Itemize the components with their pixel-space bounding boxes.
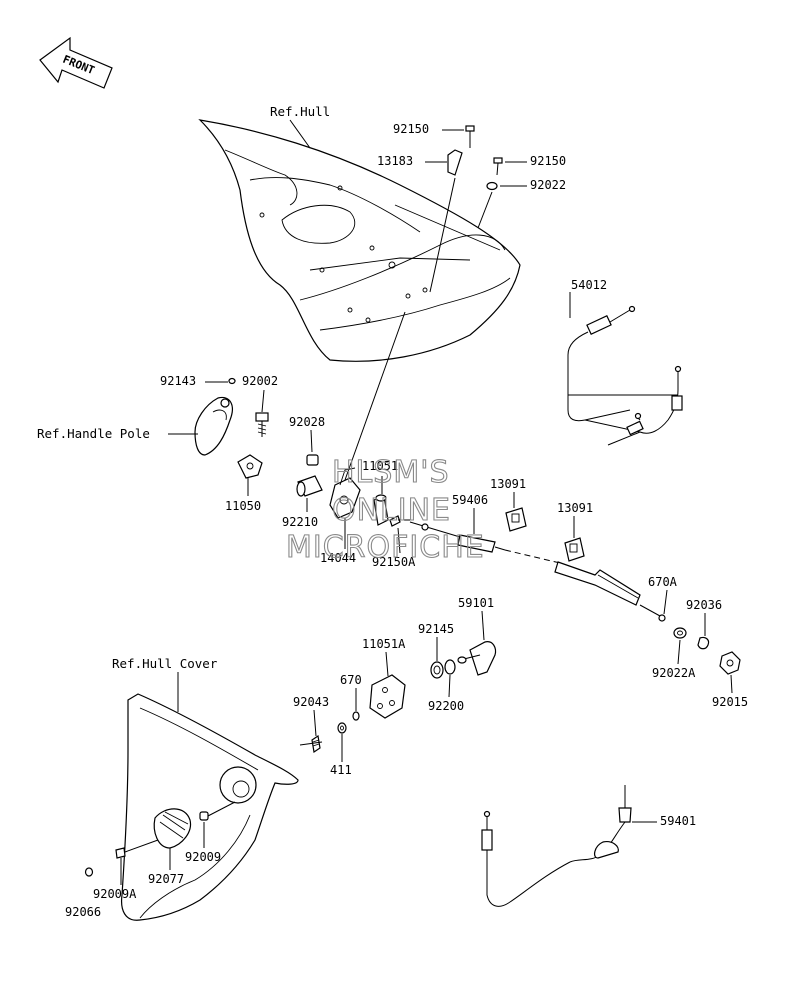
washer-92200 — [444, 659, 456, 675]
watermark: HLSM'S ONLINE MICROFICHE — [285, 454, 485, 565]
label-13183: 13183 — [377, 154, 413, 168]
ref-hull-label: Ref.Hull — [270, 104, 330, 119]
screw-92009A — [115, 839, 159, 859]
label-92022A: 92022A — [652, 666, 696, 680]
plate-11051A — [369, 674, 406, 719]
label-670A: 670A — [648, 575, 678, 589]
hull-shape — [198, 119, 521, 362]
label-59401: 59401 — [660, 814, 696, 828]
watermark-line-2: ONLINE — [332, 493, 451, 528]
label-13091-a: 13091 — [490, 477, 526, 491]
label-92066: 92066 — [65, 905, 101, 919]
plate-13183 — [447, 149, 463, 176]
label-92145: 92145 — [418, 622, 454, 636]
knob-92077 — [153, 808, 192, 849]
pin-92143 — [228, 377, 236, 385]
washer-92022A — [673, 627, 687, 639]
front-arrow-icon: FRONT — [39, 36, 113, 89]
nut-92015 — [719, 651, 741, 675]
label-11050: 11050 — [225, 499, 261, 513]
label-670: 670 — [340, 673, 362, 687]
pin-670 — [352, 711, 360, 721]
washer-92036 — [697, 636, 710, 650]
grommet-13091-a — [505, 507, 527, 532]
bolt-92150A — [389, 515, 410, 527]
shaft-59101 — [457, 641, 497, 676]
label-11051: 11051 — [362, 459, 398, 473]
label-13091-b: 13091 — [557, 501, 593, 515]
label-92028: 92028 — [289, 415, 325, 429]
label-92036: 92036 — [686, 598, 722, 612]
label-92150-top: 92150 — [393, 122, 429, 136]
label-92150A: 92150A — [372, 555, 416, 569]
washer-92022 — [486, 181, 498, 191]
label-14044: 14044 — [320, 551, 356, 565]
label-59101: 59101 — [458, 596, 494, 610]
clamp-11050 — [237, 454, 263, 479]
nut-92028 — [306, 454, 319, 466]
label-92043: 92043 — [293, 695, 329, 709]
washer-411 — [337, 722, 347, 734]
hull-cover-shape — [120, 693, 299, 921]
ref-handle-pole-label: Ref.Handle Pole — [37, 426, 150, 441]
bolt-92150-right — [493, 157, 503, 176]
label-59406: 59406 — [452, 493, 488, 507]
cable-54012 — [567, 305, 683, 446]
label-54012: 54012 — [571, 278, 607, 292]
label-92009: 92009 — [185, 850, 221, 864]
bolt-92002 — [255, 412, 269, 437]
cable-59401 — [481, 785, 632, 907]
watermark-line-1: HLSM'S — [332, 455, 450, 490]
bolt-92150-top — [465, 125, 475, 148]
label-92015: 92015 — [712, 695, 748, 709]
cable-end-59406 — [409, 521, 506, 553]
label-92210: 92210 — [282, 515, 318, 529]
watermark-line-3: MICROFICHE — [286, 530, 485, 565]
label-92009A: 92009A — [93, 887, 137, 901]
label-92200: 92200 — [428, 699, 464, 713]
label-411: 411 — [330, 763, 352, 777]
label-92002: 92002 — [242, 374, 278, 388]
handle-pole-bracket — [194, 396, 233, 456]
cap-92066 — [84, 867, 94, 877]
grommet-13091-b — [564, 537, 585, 562]
label-92022: 92022 — [530, 178, 566, 192]
label-11051A: 11051A — [362, 637, 406, 651]
ref-hull-cover-label: Ref.Hull Cover — [112, 656, 218, 671]
screw-92043 — [311, 734, 321, 754]
bushing-92145 — [430, 661, 444, 679]
lever-14044 — [329, 467, 361, 519]
screw-92009 — [199, 801, 236, 821]
label-92077: 92077 — [148, 872, 184, 886]
label-92150-right: 92150 — [530, 154, 566, 168]
label-92143: 92143 — [160, 374, 196, 388]
cable-housing — [554, 561, 666, 622]
bracket-11051 — [373, 494, 389, 526]
collar-92210 — [296, 475, 323, 497]
